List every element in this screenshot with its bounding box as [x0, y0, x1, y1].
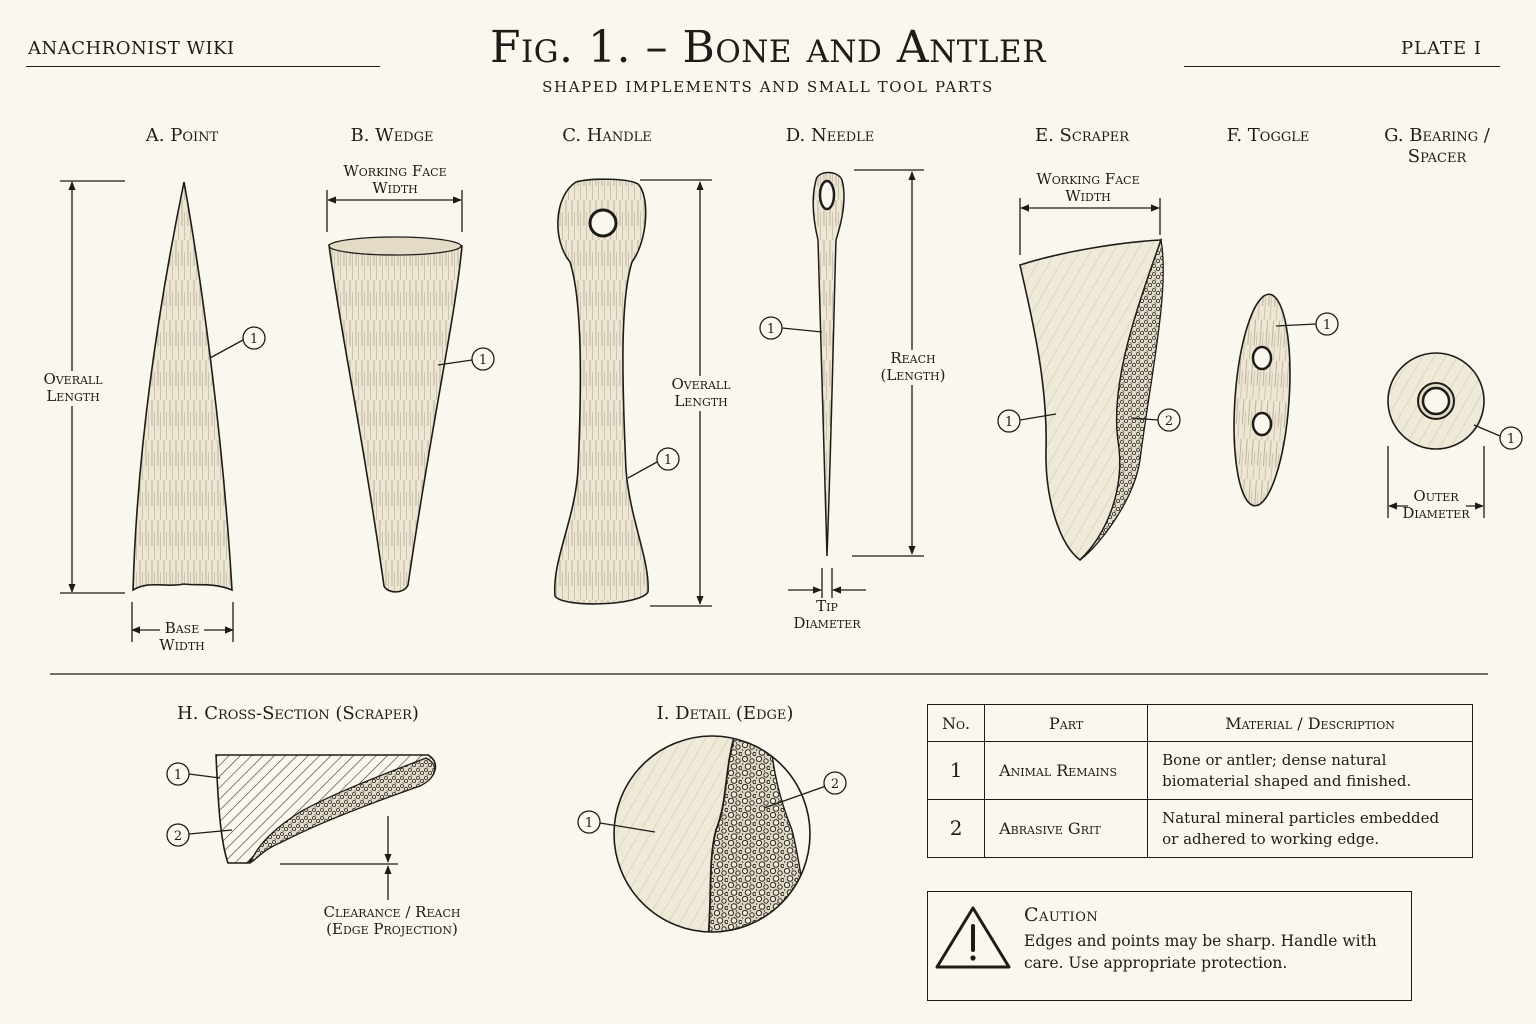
- callout-h-2: 2: [174, 829, 182, 844]
- warning-icon: [935, 906, 1011, 969]
- dim-e-working-face-width: Working Face Width: [1036, 170, 1140, 206]
- dim-b-working-face-width: Working Face Width: [343, 162, 447, 198]
- legend-row-desc: Bone or antler; dense natural biomateria…: [1147, 741, 1473, 800]
- figure-a-title: A. Point: [145, 125, 219, 146]
- callout-c-1: 1: [664, 453, 672, 468]
- legend-row-part: Animal Remains: [984, 741, 1149, 800]
- callout-d-1: 1: [767, 322, 775, 337]
- callout-i-2: 2: [831, 777, 839, 792]
- figure-b-title: B. Wedge: [350, 125, 434, 146]
- toggle-drawing: [1233, 293, 1291, 507]
- handle-drawing: [553, 178, 649, 605]
- legend-row-desc: Natural mineral particles embedded or ad…: [1147, 799, 1473, 858]
- dim-h-clearance: Clearance / Reach (Edge Projection): [323, 903, 461, 939]
- callout-f-1: 1: [1323, 318, 1331, 333]
- callout-g-1: 1: [1507, 432, 1515, 447]
- table-row: 2 Abrasive Grit Natural mineral particle…: [926, 799, 1473, 858]
- page-subtitle: SHAPED IMPLEMENTS AND SMALL TOOL PARTS: [542, 78, 994, 96]
- caution-box: Caution Edges and points may be sharp. H…: [927, 891, 1412, 1001]
- detail-circle: [613, 735, 811, 933]
- scraper-grit-edge: [1079, 237, 1164, 561]
- callout-i-1: 1: [585, 816, 593, 831]
- cross-section-grit: [248, 757, 436, 865]
- figure-d-title: D. Needle: [785, 125, 875, 146]
- callout-a-1: 1: [250, 332, 258, 347]
- page-title: Fig. 1. – Bone and Antler: [490, 22, 1046, 73]
- dim-c-overall-length: Overall Length: [660, 375, 742, 411]
- dim-d-tip-diameter: Tip Diameter: [793, 597, 861, 633]
- header-rule-left: [26, 66, 380, 67]
- figure-c-title: C. Handle: [562, 125, 652, 146]
- legend-header-row: No. Part Material / Description: [926, 704, 1473, 742]
- legend-row-part: Abrasive Grit: [984, 799, 1149, 858]
- needle-drawing: [812, 171, 845, 557]
- wedge-drawing: [328, 237, 463, 593]
- figure-f-title: F. Toggle: [1226, 125, 1310, 146]
- legend-table: No. Part Material / Description 1 Animal…: [926, 704, 1473, 858]
- point-drawing: [132, 181, 233, 592]
- callout-b-1: 1: [479, 353, 487, 368]
- dim-d-reach-length: Reach (Length): [870, 349, 956, 385]
- dim-g-outer-diameter: Outer Diameter: [1402, 487, 1470, 523]
- site-name: ANACHRONIST WIKI: [28, 38, 235, 59]
- caution-text: Edges and points may be sharp. Handle wi…: [1024, 932, 1377, 972]
- legend-row-no: 1: [926, 741, 986, 800]
- legend-col-part: Part: [984, 704, 1149, 742]
- figure-h-title: H. Cross-Section (Scraper): [177, 703, 419, 724]
- legend-col-no: No.: [926, 704, 986, 742]
- caution-title: Caution: [1024, 904, 1099, 926]
- dim-a-base-width: Base Width: [159, 619, 205, 655]
- dim-a-overall-length: Overall Length: [28, 370, 118, 406]
- figure-e-title: E. Scraper: [1034, 125, 1130, 146]
- legend-col-desc: Material / Description: [1147, 704, 1473, 742]
- figure-i-title: I. Detail (Edge): [656, 703, 794, 724]
- header-rule-right: [1184, 66, 1500, 67]
- plate-label: PLATE I: [1400, 38, 1482, 59]
- table-row: 1 Animal Remains Bone or antler; dense n…: [926, 741, 1473, 800]
- figure-g-title: G. Bearing / Spacer: [1384, 125, 1490, 167]
- callout-h-1: 1: [174, 768, 182, 783]
- legend-row-no: 2: [926, 799, 986, 858]
- callout-e-2: 2: [1165, 414, 1173, 429]
- callout-e-1: 1: [1005, 415, 1013, 430]
